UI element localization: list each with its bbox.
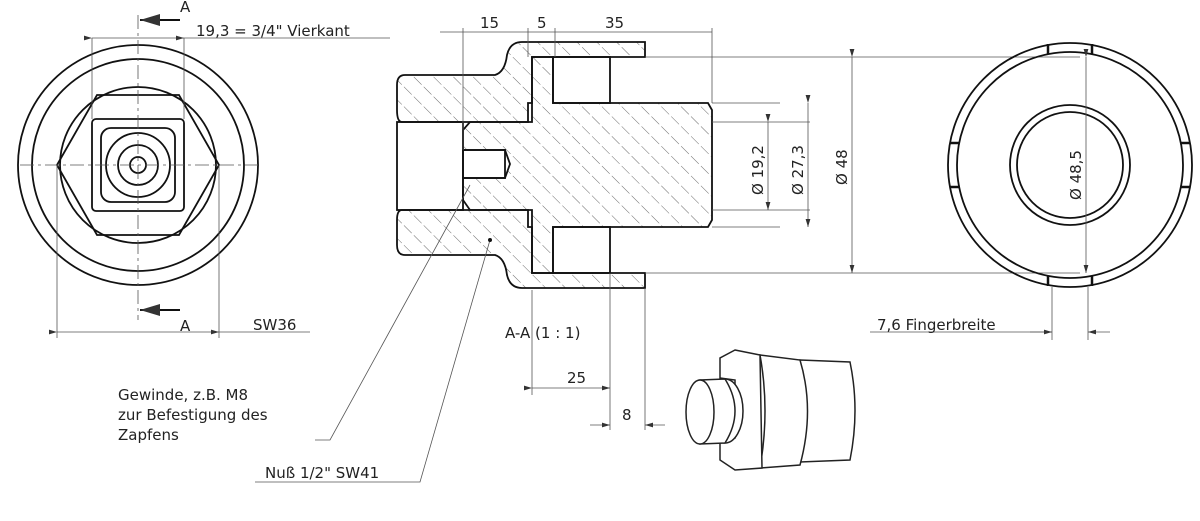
dia-48-5: Ø 48,5 bbox=[1067, 150, 1085, 200]
nut-note: Nuß 1/2" SW41 bbox=[265, 464, 379, 482]
dia-27-3: Ø 27,3 bbox=[789, 145, 807, 195]
dim-35: 35 bbox=[605, 14, 624, 32]
section-mark-top: A bbox=[180, 0, 191, 16]
finger-width-dim: 7,6 Fingerbreite bbox=[877, 316, 996, 334]
dim-5: 5 bbox=[537, 14, 547, 32]
dia-19-2: Ø 19,2 bbox=[749, 145, 767, 195]
dim-25: 25 bbox=[567, 369, 586, 387]
isometric-view bbox=[685, 349, 856, 471]
notes: Gewinde, z.B. M8 zur Befestigung des Zap… bbox=[118, 184, 492, 483]
dia-48: Ø 48 bbox=[833, 149, 851, 185]
dim-8: 8 bbox=[622, 406, 632, 424]
section-mark-bottom: A bbox=[180, 317, 191, 335]
thread-note-line3: Zapfens bbox=[118, 426, 179, 444]
front-view: A A 19,3 = 3/4" Vierkant SW36 bbox=[17, 0, 390, 338]
square-dimension: 19,3 = 3/4" Vierkant bbox=[196, 22, 350, 40]
side-view: Ø 48,5 7,6 Fingerbreite bbox=[870, 42, 1193, 340]
section-view: 15 5 35 Ø 19,2 Ø 27,3 Ø 48 A-A (1 : 1) 2… bbox=[396, 14, 1080, 430]
thread-note-line2: zur Befestigung des bbox=[118, 406, 268, 424]
hex-dimension: SW36 bbox=[253, 316, 296, 334]
dim-15: 15 bbox=[480, 14, 499, 32]
section-title: A-A (1 : 1) bbox=[505, 324, 580, 342]
thread-note-line1: Gewinde, z.B. M8 bbox=[118, 386, 248, 404]
